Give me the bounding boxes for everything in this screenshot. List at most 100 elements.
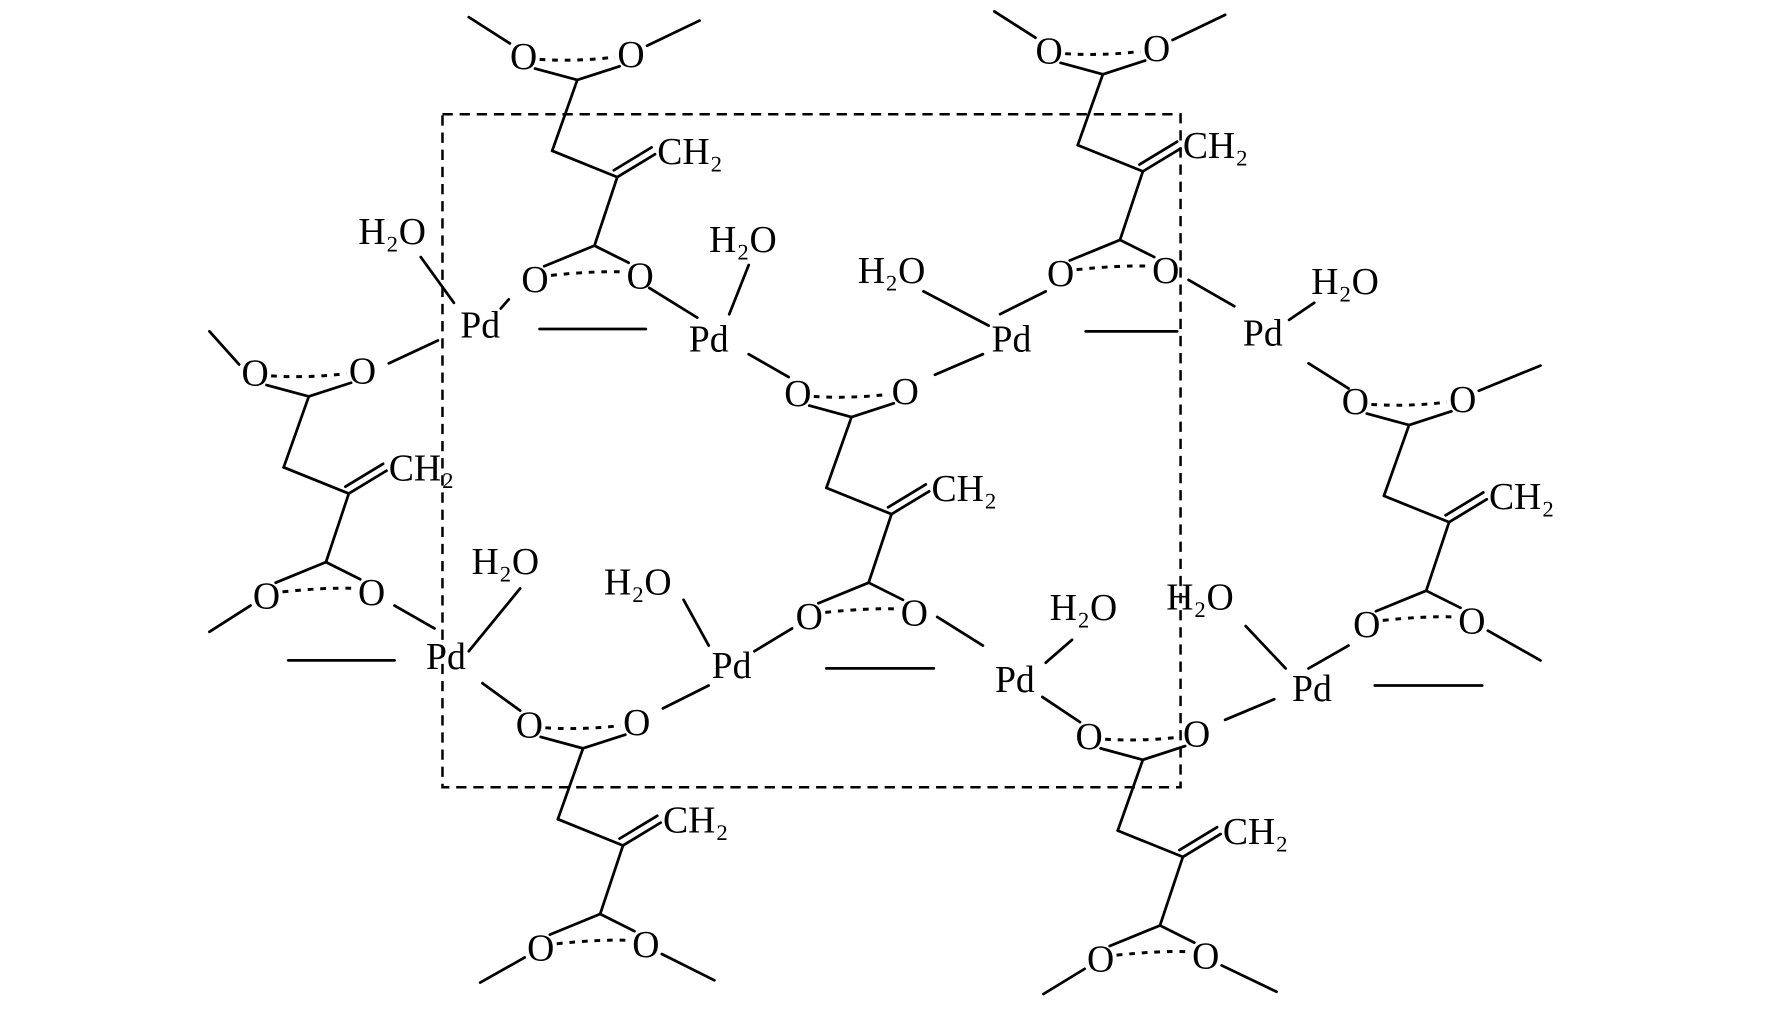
oxygen-label: O [632,924,659,966]
oxygen-label: O [253,575,280,617]
oxygen-label: O [617,34,644,76]
palladium-coordination-bond [1244,624,1288,670]
carbon-bond [867,512,893,585]
carboxylate-bond [593,244,631,265]
carboxylate-bond [1365,412,1411,427]
palladium-coordination-bond [747,352,791,379]
delocalized-carboxylate-bond [1105,735,1181,742]
palladium-coordination-bond [467,587,522,653]
methylene-bond [556,817,625,847]
oxygen-label: O [1152,250,1179,292]
methylene-label: CH₂ [1489,476,1555,518]
alkene-double-bond [343,462,385,489]
oxygen-label: O [1143,28,1170,70]
carboxylate-bond [1158,924,1196,944]
oxygen-label: O [521,259,548,301]
delocalized-carboxylate-bond [1371,400,1447,407]
carboxylate-bond [1108,924,1162,948]
alkene-double-bond [615,152,657,179]
carbon-bond [324,492,351,564]
carboxylate-bond [307,381,353,398]
carbon-bond [593,175,619,248]
palladium-coordination-bond [1223,697,1276,722]
water-ligand-label: H₂O [858,250,926,292]
carboxylate-bond [265,383,311,398]
methylene-bond [282,465,351,495]
water-ligand-label: H₂O [358,211,426,253]
palladium-coordination-bond [1044,638,1074,665]
delocalized-carboxylate-bond [1065,49,1141,56]
delocalized-carboxylate-bond [271,372,347,379]
unit-cell-dashed-box [441,112,1182,789]
carboxylate-bond [1099,746,1145,762]
terminal-bond [1486,629,1542,662]
methylene-bond [1382,494,1451,524]
alkene-double-bond [1178,825,1219,852]
delocalized-carboxylate-bond [1076,264,1150,272]
delocalized-carboxylate-bond [550,270,625,277]
carboxylate-bond [1059,61,1105,76]
carboxylate-bond [1424,589,1462,610]
carboxylate-bond [867,581,905,602]
alkene-double-bond [621,821,663,847]
oxygen-label: O [241,353,268,395]
oxygen-label: O [1047,253,1074,295]
oxygen-label: O [510,36,537,78]
palladium-coordination-bond [1287,301,1316,322]
carboxylate-bond [548,912,602,936]
palladium-coordination-bond [727,263,751,316]
alkene-double-bond [1141,147,1182,173]
methylene-bond [1116,829,1185,859]
carbon-bond [598,844,625,916]
palladium-coordination-bond [393,604,436,630]
carboxylate-bond [1374,589,1428,613]
oxygen-label: O [892,371,919,413]
carboxylate-bond [1118,238,1156,259]
methylene-bond [1076,72,1105,147]
methylene-bond [550,149,619,179]
carboxylate-bond [817,581,871,605]
carboxylate-bond [1407,409,1453,427]
palladium-atom-label: Pd [426,636,466,678]
carbon-bond [1158,855,1185,927]
oxygen-label: O [358,572,385,614]
palladium-coordination-bond [753,627,794,653]
alkene-double-bond [347,469,388,495]
carboxylate-bond [542,244,596,268]
oxygen-label: O [784,373,811,415]
carboxylate-bond [274,560,328,585]
palladium-coordination-bond [1307,644,1350,670]
bonds [208,10,1542,996]
delocalized-carboxylate-bond [539,55,616,62]
terminal-bond [1220,964,1278,994]
oxygen-label: O [796,596,823,638]
methylene-bond [550,78,579,153]
carboxylate-bond [1141,744,1187,762]
oxygen-label: O [1076,716,1103,758]
water-ligand-label: H₂O [709,219,777,261]
terminal-bond [208,329,241,366]
alkene-double-bond [1447,497,1489,524]
methylene-bond [282,395,311,469]
carboxylate-bond [850,401,896,419]
methylene-bond [1076,143,1145,173]
palladium-coordination-bond [1040,695,1082,724]
terminal-bond [478,956,527,984]
delocalized-carboxylate-bond [813,392,890,399]
delocalized-carboxylate-bond [825,607,899,614]
palladium-coordination-bond [499,297,511,310]
alkene-double-bond [1138,140,1179,166]
carboxylate-bond [581,733,627,750]
carboxylate-bond [807,404,853,419]
oxygen-label: O [1353,604,1380,646]
carboxylate-bond [598,912,636,933]
water-ligand-label: H₂O [1050,587,1118,629]
alkene-double-bond [618,814,659,840]
methylene-label: CH₂ [1183,125,1249,167]
delocalized-carboxylate-bond [556,938,630,946]
oxygen-label: O [627,255,654,297]
carbon-bond [1118,170,1145,242]
oxygen-label: O [1036,30,1063,72]
terminal-bond [660,952,716,982]
